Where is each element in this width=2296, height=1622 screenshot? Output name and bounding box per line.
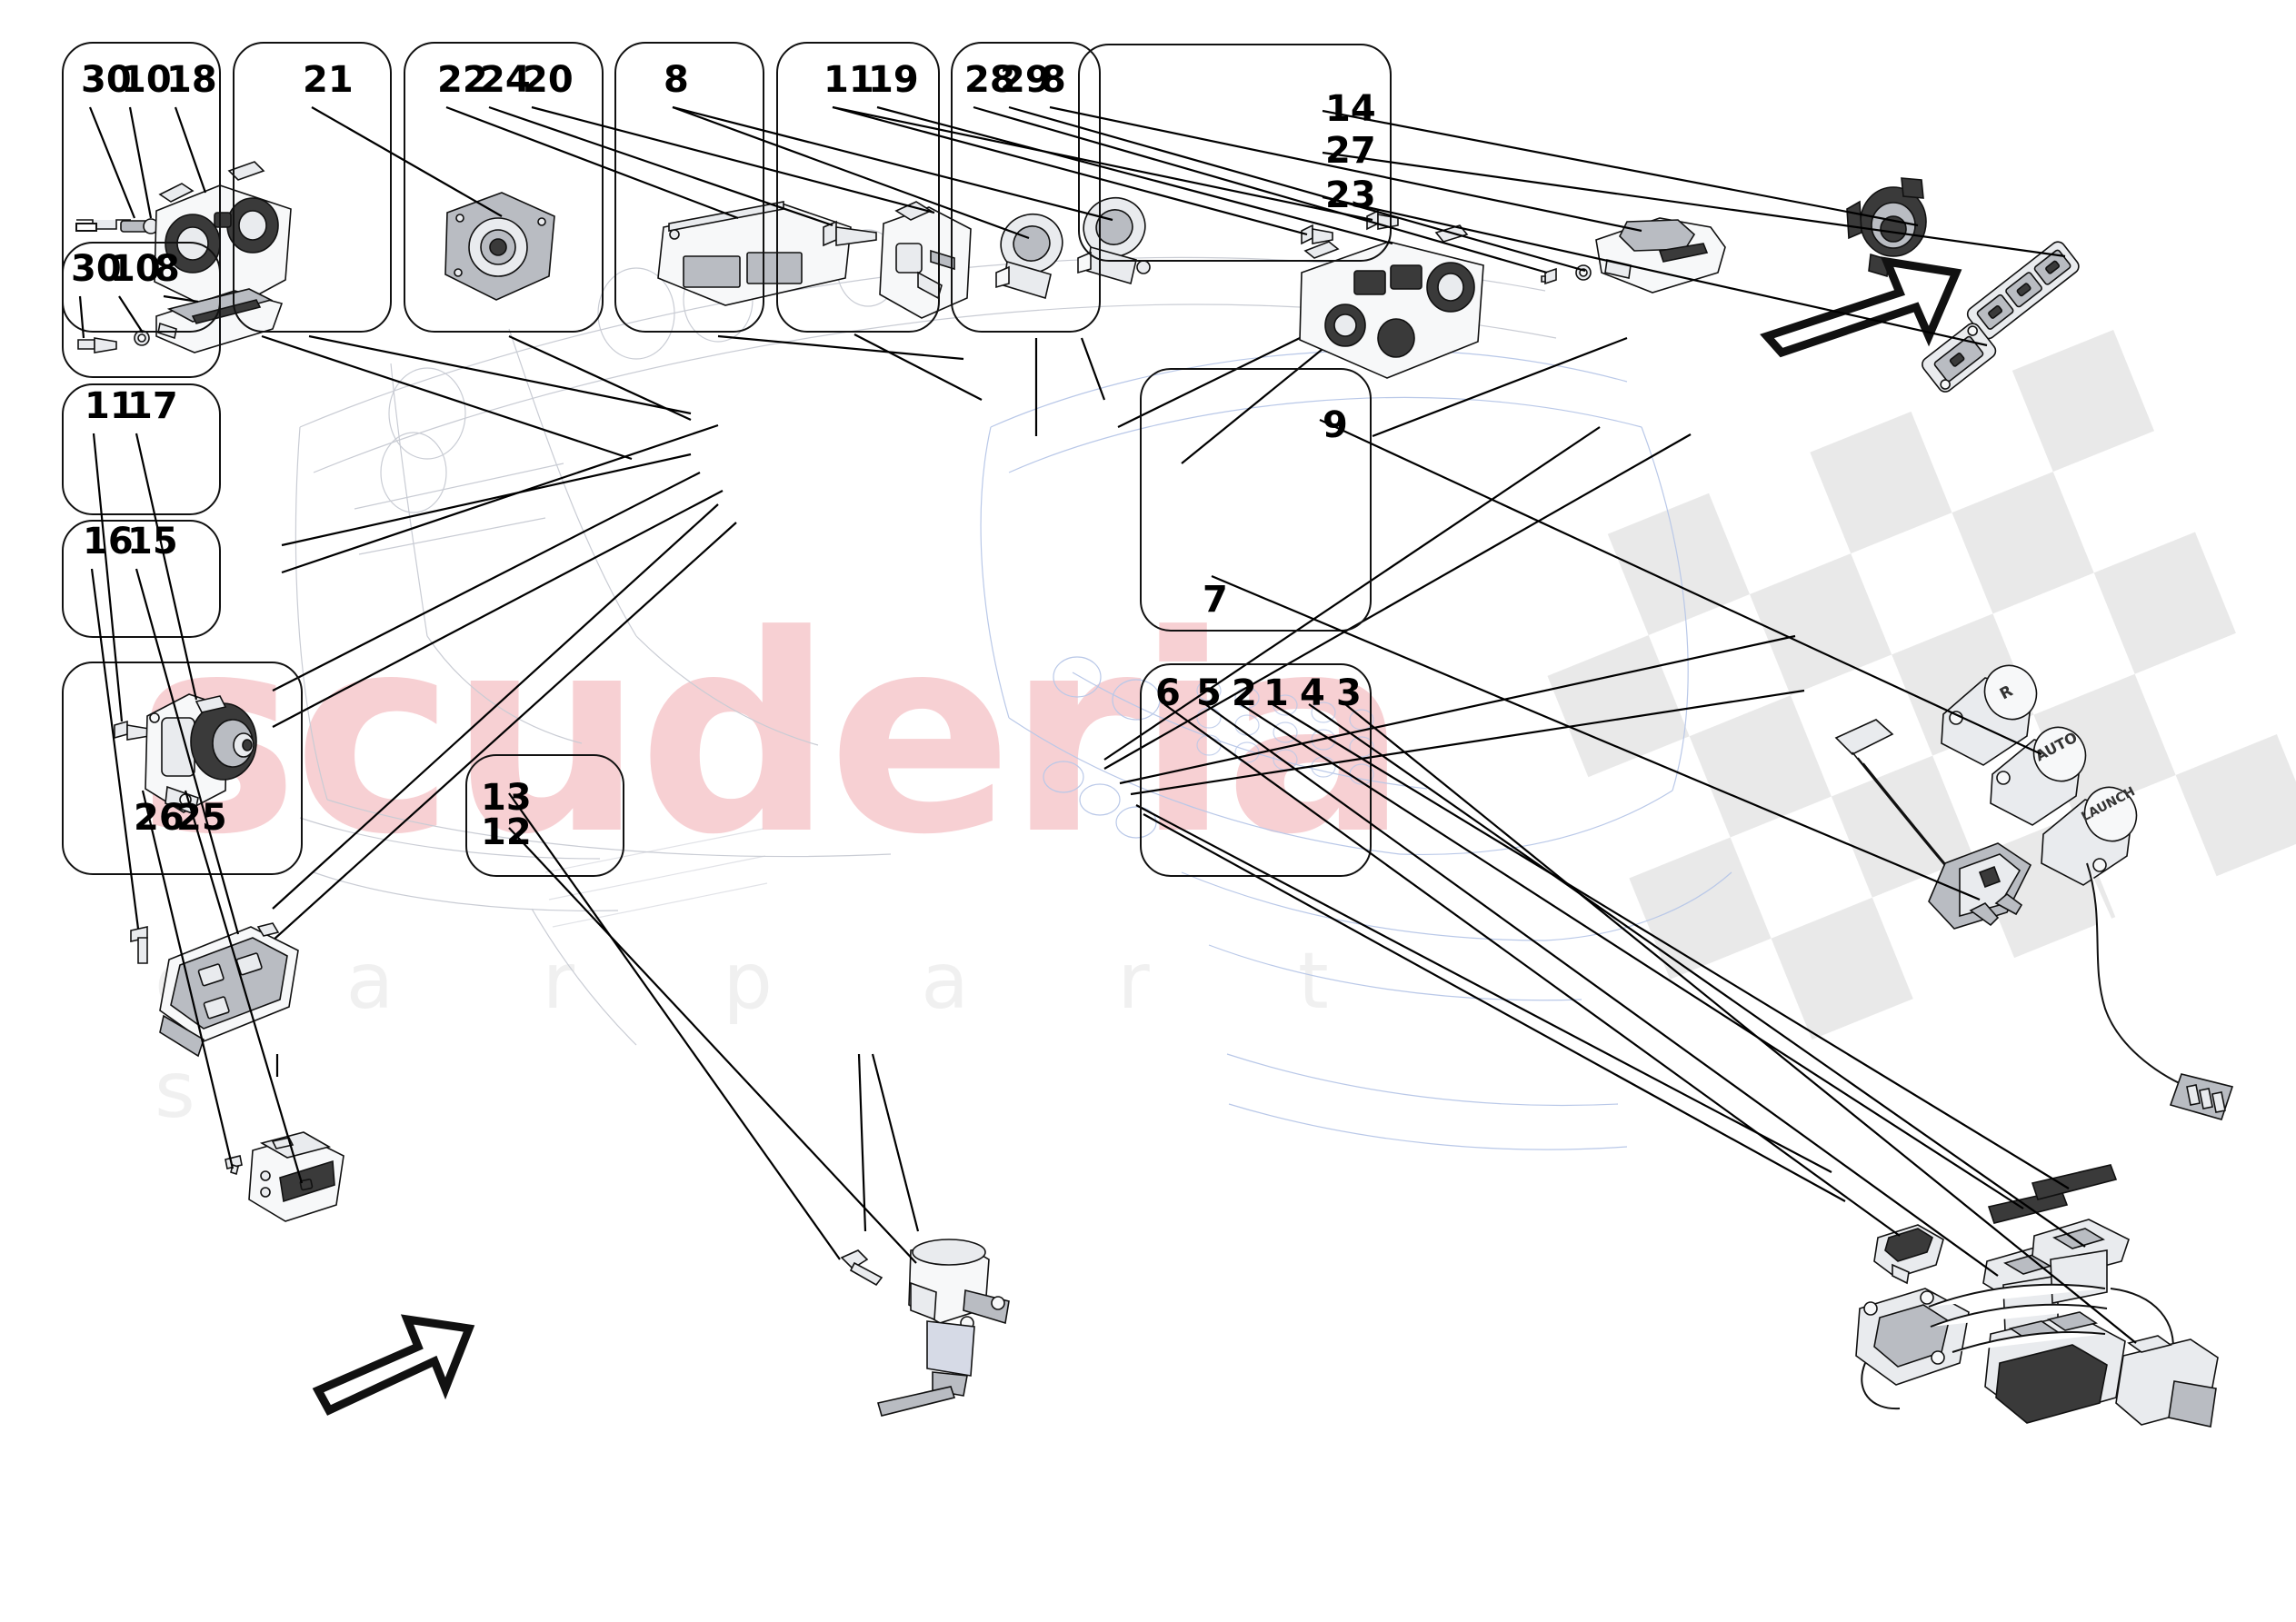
callout-29: 29 [1000,59,1051,101]
part-gear-selector-buttons: R AUTO LAUNCH [1834,664,2234,1120]
part-rotary-knob [444,192,555,301]
callout-30-left: 30 [71,248,122,290]
callout-16: 16 [83,521,134,562]
panel-gear-selector-buttons[interactable] [1140,368,1372,632]
part-headlight-switch-cluster [75,161,292,315]
callout-8-vents: 8 [664,59,689,101]
callout-13: 13 [481,777,532,819]
callout-18: 18 [166,59,217,101]
callout-27: 27 [1325,130,1376,172]
callout-5: 5 [1196,672,1222,714]
callout-11: 11 [824,59,874,101]
part-button-pads-harness [1855,1164,2219,1428]
callout-10: 10 [121,59,172,101]
panel-control-module[interactable] [404,42,604,333]
callout-17: 17 [127,385,178,427]
panel-push-switch[interactable] [62,662,303,875]
part-climate-control-unit [1299,209,1484,379]
callout-10-left: 10 [110,248,161,290]
callout-12: 12 [481,811,532,853]
panel-sensor-actuator[interactable] [465,754,624,877]
part-interior-switch-group [1760,177,2080,393]
callout-4: 4 [1300,672,1325,714]
part-window-switch [130,922,299,1058]
callout-21: 21 [303,59,354,101]
panel-motor-actuator[interactable] [62,383,221,515]
callout-8-lever: 8 [1041,59,1066,101]
panel-lever-switch[interactable] [62,242,221,378]
callout-22: 22 [437,59,488,101]
checkered-flag-graphic [1547,329,2296,1040]
callout-30: 30 [81,59,132,101]
leader-lines [261,333,1846,1232]
callout-7: 7 [1203,579,1228,621]
panel-climate-control[interactable] [776,42,940,333]
callout-14: 14 [1325,88,1376,130]
panel-interior-switch-group[interactable] [1078,44,1392,262]
callout-15: 15 [127,521,178,562]
panel-dual-vents[interactable] [614,42,764,333]
panel-rotary-knob[interactable] [233,42,392,333]
callout-6: 6 [1155,672,1181,714]
panel-door-handle-switch[interactable] [951,42,1101,333]
part-control-module [657,201,972,319]
panel-window-switch[interactable] [62,520,221,638]
callout-9: 9 [1323,404,1348,446]
callout-20: 20 [523,59,574,101]
callout-28: 28 [964,59,1015,101]
callout-19: 19 [868,59,919,101]
panel-button-pads-harness[interactable] [1140,663,1372,877]
callout-8-left: 8 [155,248,180,290]
callout-11-motor: 11 [85,385,135,427]
callout-24: 24 [480,59,531,101]
part-sensor-actuator [840,1239,1010,1417]
callout-3: 3 [1336,672,1362,714]
part-lever-switch [1541,217,1726,294]
callout-26: 26 [134,797,185,839]
part-motor-actuator [114,693,257,816]
